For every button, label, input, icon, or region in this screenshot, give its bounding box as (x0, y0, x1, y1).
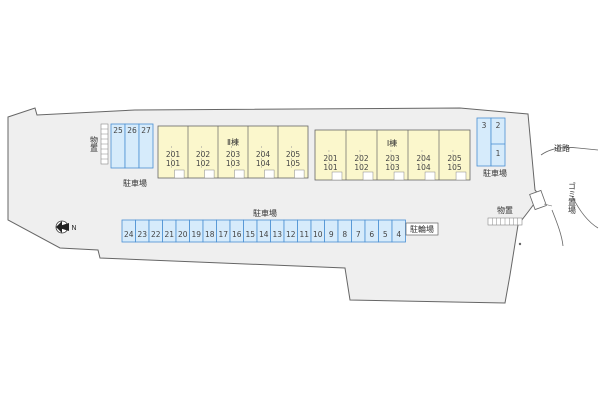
parking-slot-number: 9 (329, 230, 334, 239)
parking-slot-number: 27 (141, 126, 151, 135)
parking-slot-number: 4 (396, 230, 401, 239)
parking-bottom-label: 駐車場 (253, 208, 277, 218)
parking-slot-number: 19 (191, 230, 201, 239)
parking-slot-number: 13 (272, 230, 282, 239)
unit-upper-number: 203 (226, 150, 241, 159)
parking-slot-number: 21 (164, 230, 174, 239)
storage-rack-right (487, 217, 523, 226)
bicycle-box (405, 222, 439, 236)
building-i-label: Ⅰ棟 (387, 138, 397, 148)
garbage-box (529, 189, 547, 211)
parking-slot-number: 1 (496, 149, 501, 158)
unit-entrance (174, 169, 185, 179)
unit-entrance (362, 171, 374, 181)
parking-slot-number: 8 (342, 230, 347, 239)
unit-lower-number: 101 (323, 163, 338, 172)
unit-upper-number: 204 (416, 154, 431, 163)
unit-entrance (455, 171, 467, 181)
unit-entrance (424, 171, 436, 181)
parking-slot-number: 6 (369, 230, 374, 239)
north-arrow-icon (55, 220, 69, 234)
unit-lower-number: 103 (226, 159, 241, 168)
parking-slot-number: 25 (113, 126, 123, 135)
bicycle-label: 駐輪場 (410, 224, 434, 234)
parking-slot-number: 3 (482, 121, 487, 130)
marker-dot (518, 242, 522, 246)
storage-right-label: 物置 (497, 205, 513, 215)
unit-lower-number: 104 (256, 159, 271, 168)
parking-slot-number: 7 (356, 230, 361, 239)
storage-left-label: 物置 (90, 135, 99, 152)
unit-entrance (393, 171, 405, 181)
road-edge-lower (551, 209, 564, 247)
unit-entrance (331, 171, 343, 181)
parking-slot-number: 15 (245, 230, 255, 239)
unit-lower-number: 104 (416, 163, 431, 172)
unit-lower-number: 105 (286, 159, 301, 168)
parking-slot-number: 24 (124, 230, 134, 239)
unit-upper-number: 201 (166, 150, 181, 159)
parking-slot-number: 18 (205, 230, 215, 239)
unit-entrance (234, 169, 245, 179)
parking-left-group: 25 26 27 (110, 123, 154, 169)
parking-slot-number: 2 (496, 121, 501, 130)
unit-upper-number: 202 (354, 154, 369, 163)
garbage-leader (543, 203, 553, 207)
road-label: 道路 (554, 143, 570, 153)
unit-lower-number: 101 (166, 159, 181, 168)
unit-upper-number: 201 (323, 154, 338, 163)
road-edge-right (571, 195, 599, 229)
unit-upper-number: 204 (256, 150, 271, 159)
parking-slot (490, 117, 506, 167)
parking-slot-number: 5 (383, 230, 388, 239)
parking-right-label: 駐車場 (483, 168, 507, 178)
parking-slot-number: 11 (299, 230, 309, 239)
unit-entrance (204, 169, 215, 179)
compass-north-label: N (71, 224, 76, 232)
parking-slot-number: 14 (259, 230, 269, 239)
garbage-label: ゴミ置場 (568, 181, 577, 215)
parking-slot-number: 17 (218, 230, 228, 239)
parking-slot-number: 22 (151, 230, 161, 239)
unit-lower-number: 105 (447, 163, 462, 172)
parking-slot-number: 23 (137, 230, 147, 239)
unit-entrance (264, 169, 275, 179)
storage-rack-left (100, 123, 109, 165)
parking-slot-number: 20 (178, 230, 188, 239)
unit-upper-number: 202 (196, 150, 211, 159)
parking-slot (138, 123, 154, 169)
unit-upper-number: 205 (447, 154, 462, 163)
unit-upper-number: 203 (385, 154, 400, 163)
road-edge-upper (540, 147, 599, 156)
parking-top-left-label: 駐車場 (123, 178, 147, 188)
building-ii-label: Ⅱ棟 (227, 137, 239, 147)
parking-slot-number: 12 (286, 230, 296, 239)
parking-slot-number: 10 (313, 230, 323, 239)
unit-lower-number: 103 (385, 163, 400, 172)
unit-lower-number: 102 (354, 163, 369, 172)
parking-slot-number: 16 (232, 230, 242, 239)
unit-lower-number: 102 (196, 159, 211, 168)
parking-slot-number: 26 (127, 126, 137, 135)
unit-upper-number: 205 (286, 150, 301, 159)
parking-slot (391, 219, 406, 243)
unit-entrance (294, 169, 305, 179)
